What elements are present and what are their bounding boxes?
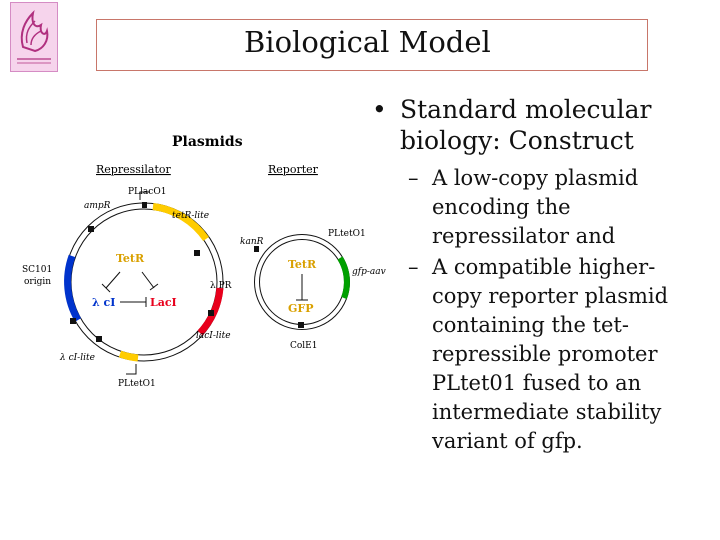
title-box: [96, 19, 648, 71]
sub-bullet-line: PLtet01 fused to an: [432, 371, 642, 395]
sub-bullet-marker: –: [408, 166, 419, 190]
ci-lite-label: λ cI-lite: [59, 353, 95, 363]
bullet-line: Standard molecular: [400, 95, 652, 124]
pltet-top-label: PLtetO1: [328, 229, 366, 239]
inner-gfp-label: GFP: [288, 302, 313, 315]
sub-bullet-line: encoding the: [432, 195, 571, 219]
tetr-lite-label: tetR-lite: [172, 211, 209, 221]
reporter-plasmid: [254, 234, 350, 330]
sub-bullet-line: repressible promoter: [432, 342, 658, 366]
bullet-marker: •: [372, 95, 387, 124]
laci-lite-label: lacI-lite: [196, 331, 231, 341]
bullet-content: • Standard molecular biology: Construct …: [368, 94, 718, 458]
amp-label: ampR: [84, 201, 111, 211]
repressilator-plasmid: [64, 202, 224, 362]
sub-bullet-low-copy: – A low-copy plasmid encoding the repres…: [368, 164, 718, 251]
pltet-promoter-segment: [118, 350, 139, 362]
reporter-label: Reporter: [268, 163, 319, 176]
sub-bullet-line: repressilator and: [432, 224, 616, 248]
origin-label: origin: [24, 277, 51, 287]
lambda-pr-label: λ PR: [210, 281, 232, 291]
gfp-aav-label: gfp-aav: [352, 267, 386, 277]
inner-ci-label: λ cI: [92, 296, 115, 309]
ci-gene: [64, 254, 82, 322]
tetr-gene: [152, 203, 209, 242]
gfp-gene: [337, 256, 350, 300]
plasmids-figure: Plasmids Repressilator Reporter TetR λ c…: [10, 122, 388, 410]
sub-bullet-line: A compatible higher-: [432, 255, 656, 279]
inner-tetr-label: TetR: [116, 252, 145, 265]
inner-tetr-reporter-label: TetR: [288, 258, 317, 271]
repressilator-label: Repressilator: [96, 163, 172, 176]
inner-laci-label: LacI: [150, 296, 177, 309]
sub-bullet-line: A low-copy plasmid: [432, 166, 639, 190]
sub-bullet-list: – A low-copy plasmid encoding the repres…: [368, 164, 718, 456]
sub-bullet-line: containing the tet-: [432, 313, 629, 337]
bullet-line: biology: Construct: [400, 126, 634, 155]
cole1-label: ColE1: [290, 341, 317, 351]
slide-title: Biological Model: [244, 25, 491, 59]
sub-bullet-line: variant of gfp.: [432, 429, 583, 453]
main-bullet: • Standard molecular biology: Construct: [368, 94, 718, 156]
pltet-bottom-label: PLtetO1: [118, 379, 156, 389]
sub-bullet-line: intermediate stability: [432, 400, 662, 424]
university-logo: [10, 2, 58, 72]
sc101-label: SC101: [22, 265, 52, 275]
sub-bullet-reporter: – A compatible higher- copy reporter pla…: [368, 253, 718, 456]
sub-bullet-line: copy reporter plasmid: [432, 284, 669, 308]
sub-bullet-marker: –: [408, 255, 419, 279]
figure-heading: Plasmids: [172, 134, 243, 150]
kan-label: kanR: [240, 237, 264, 247]
